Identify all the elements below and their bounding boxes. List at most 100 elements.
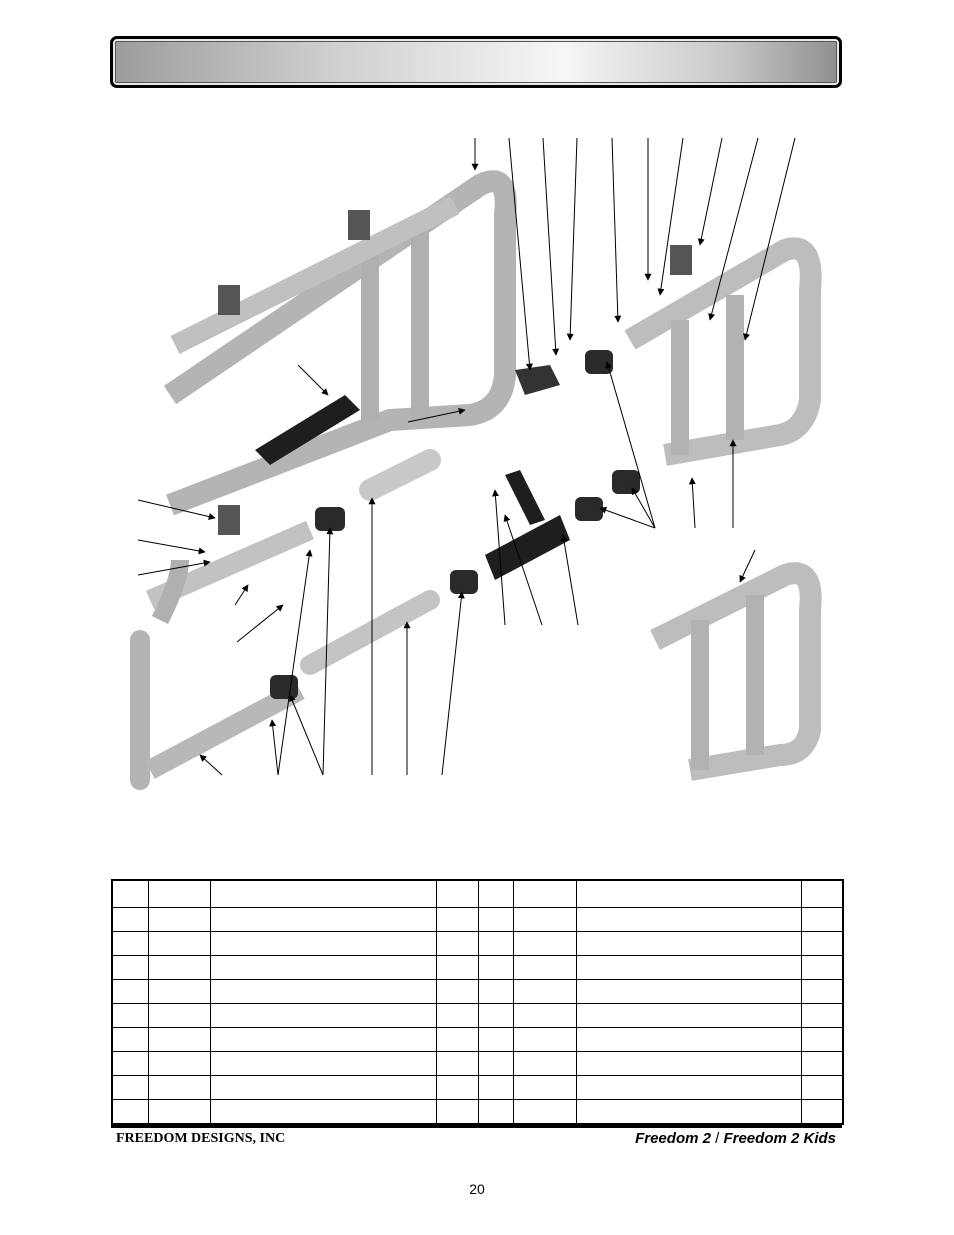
table-cell (800, 907, 844, 932)
table-cell (477, 979, 514, 1004)
table-cell (575, 1027, 802, 1052)
table-cell (575, 931, 802, 956)
table-cell (111, 931, 149, 956)
table-cell (435, 931, 479, 956)
table-cell (111, 1099, 149, 1125)
table-cell (209, 1003, 437, 1028)
parts-table (111, 879, 844, 1125)
table-cell (435, 907, 479, 932)
table-cell (147, 1027, 211, 1052)
table-row (111, 879, 844, 908)
table-row (111, 979, 844, 1004)
table-cell (111, 1003, 149, 1028)
table-cell (477, 1027, 514, 1052)
table-cell (209, 955, 437, 980)
leader-lines (137, 137, 796, 776)
table-cell (147, 879, 211, 908)
right-frame (624, 237, 822, 466)
table-cell (111, 1075, 149, 1100)
table-cell (800, 955, 844, 980)
table-cell (209, 907, 437, 932)
table-cell (512, 1099, 577, 1125)
table-cell (575, 907, 802, 932)
table-cell (575, 1051, 802, 1076)
table-cell (477, 931, 514, 956)
table-cell (575, 955, 802, 980)
table-cell (800, 1099, 844, 1125)
lower-right-frame (650, 562, 822, 781)
table-cell (477, 1003, 514, 1028)
table-row (111, 955, 844, 980)
table-cell (800, 1075, 844, 1100)
table-cell (147, 907, 211, 932)
table-cell (435, 979, 479, 1004)
section-header-banner (110, 36, 842, 88)
table-cell (575, 1075, 802, 1100)
product-name: Freedom 2 / Freedom 2 Kids (635, 1130, 836, 1147)
table-cell (477, 879, 514, 908)
table-cell (147, 931, 211, 956)
table-cell (209, 1099, 437, 1125)
table-cell (512, 907, 577, 932)
cross-tubes (300, 449, 441, 675)
table-cell (111, 979, 149, 1004)
table-cell (512, 1003, 577, 1028)
table-cell (147, 1051, 211, 1076)
table-cell (512, 979, 577, 1004)
table-cell (147, 979, 211, 1004)
product-name-a: Freedom 2 (635, 1130, 711, 1147)
table-cell (477, 907, 514, 932)
clamp-parts (218, 210, 692, 699)
table-cell (512, 1075, 577, 1100)
table-cell (800, 979, 844, 1004)
table-cell (512, 879, 577, 908)
table-cell (575, 1099, 802, 1125)
table-cell (435, 1027, 479, 1052)
table-row (111, 1051, 844, 1076)
table-cell (800, 931, 844, 956)
table-cell (512, 931, 577, 956)
table-cell (800, 1027, 844, 1052)
table-cell (512, 1051, 577, 1076)
table-cell (512, 955, 577, 980)
table-cell (477, 1075, 514, 1100)
table-cell (575, 1003, 802, 1028)
table-cell (147, 955, 211, 980)
table-cell (477, 955, 514, 980)
table-row (111, 907, 844, 932)
table-row (111, 931, 844, 956)
table-cell (575, 879, 802, 908)
table-cell (575, 979, 802, 1004)
exploded-parts-diagram (130, 137, 822, 790)
table-cell (435, 1099, 479, 1125)
table-row (111, 1027, 844, 1052)
table-cell (435, 879, 479, 908)
table-cell (147, 1003, 211, 1028)
table-cell (147, 1099, 211, 1125)
table-cell (111, 1027, 149, 1052)
table-cell (800, 1003, 844, 1028)
table-cell (800, 1051, 844, 1076)
table-row (111, 1099, 844, 1125)
table-cell (209, 979, 437, 1004)
footer-rule (111, 1124, 842, 1128)
upper-left-frame (150, 170, 517, 530)
lower-left-frame (130, 520, 315, 790)
table-cell (477, 1099, 514, 1125)
table-cell (111, 955, 149, 980)
table-cell (435, 1003, 479, 1028)
table-cell (209, 1027, 437, 1052)
table-cell (435, 1051, 479, 1076)
table-cell (209, 931, 437, 956)
table-cell (147, 1075, 211, 1100)
table-cell (111, 1051, 149, 1076)
product-separator: / (710, 1130, 724, 1147)
page-number: 20 (469, 1181, 485, 1197)
table-cell (435, 955, 479, 980)
table-cell (800, 879, 844, 908)
table-cell (111, 907, 149, 932)
table-cell (111, 879, 149, 908)
table-cell (435, 1075, 479, 1100)
table-cell (209, 1075, 437, 1100)
table-row (111, 1003, 844, 1028)
